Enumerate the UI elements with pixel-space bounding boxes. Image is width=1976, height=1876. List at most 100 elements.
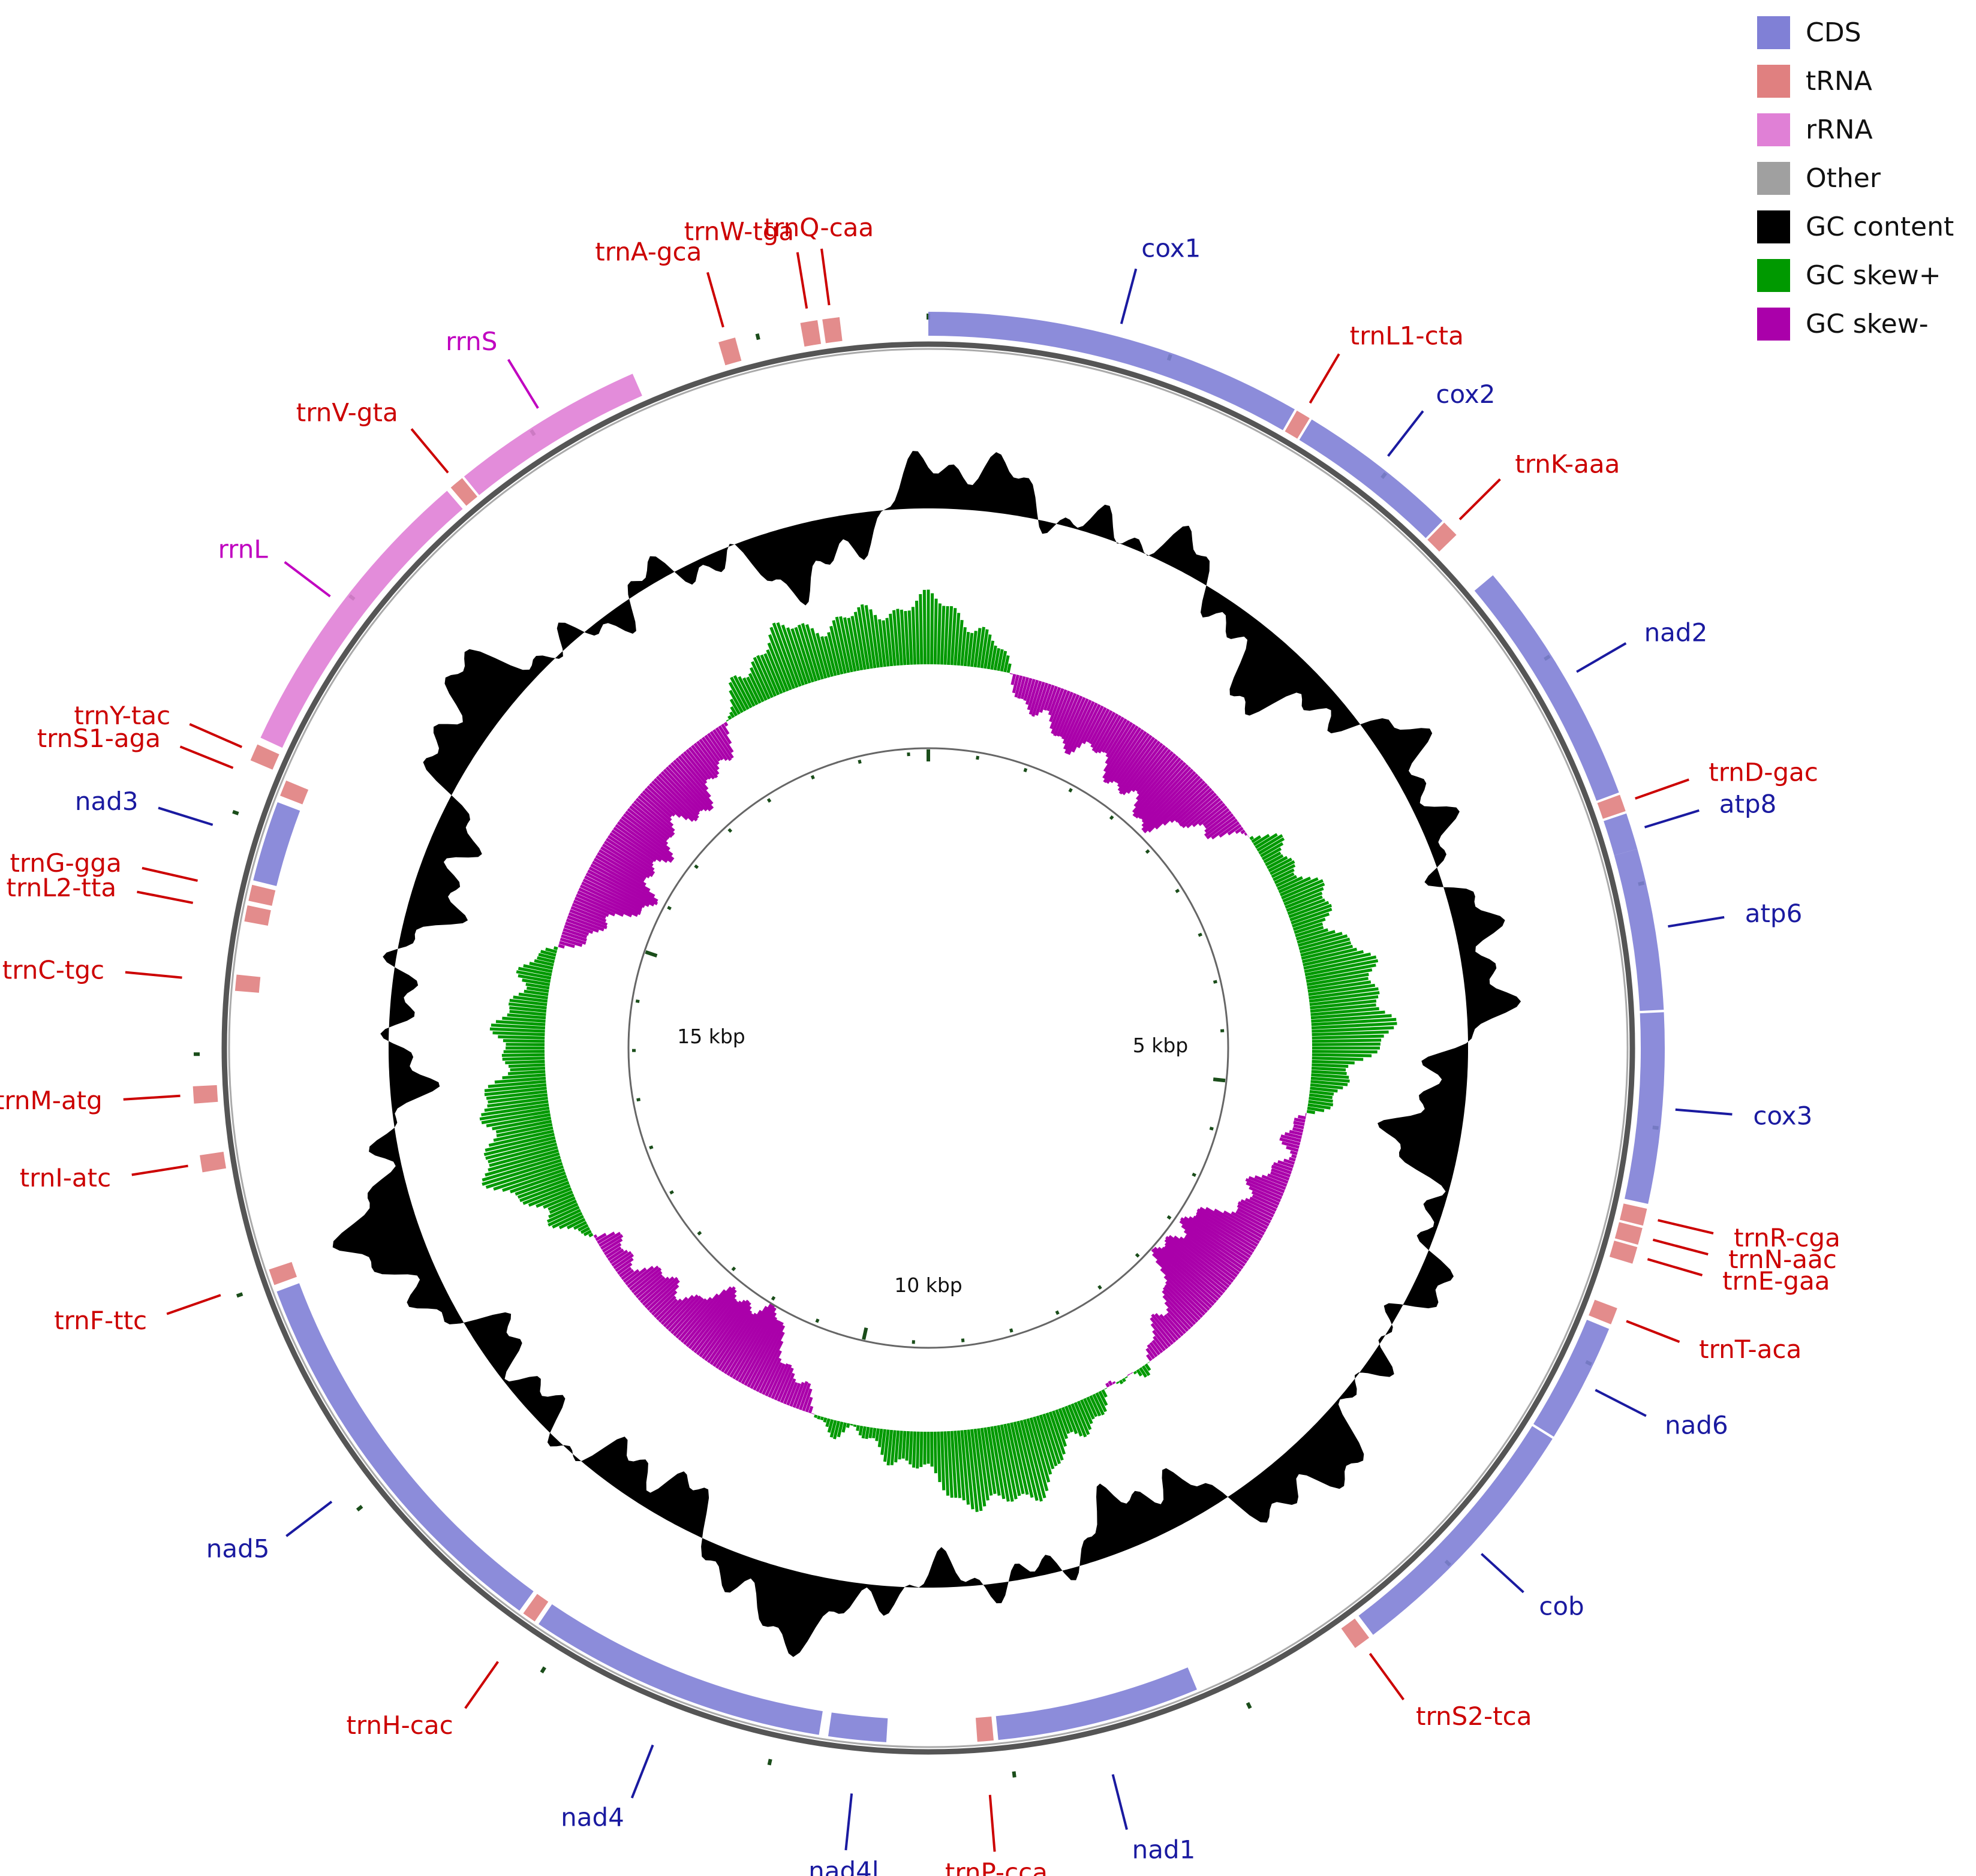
gc-skew-minus-bar [1159, 1314, 1181, 1339]
gc-skew-plus-bar [1310, 1010, 1385, 1020]
gc-skew-plus-bar [491, 1023, 546, 1030]
gc-skew-minus-bar [1162, 1294, 1194, 1327]
feature-label-cox3: cox3 [1753, 1101, 1812, 1130]
minor-tick [1209, 1127, 1214, 1131]
gc-skew-minus-bar [1205, 1207, 1262, 1242]
gc-skew-plus-bar [495, 1020, 546, 1026]
gc-skew-plus-bar [573, 1221, 587, 1230]
gc-skew-plus-bar [1000, 651, 1007, 672]
minor-tick [1192, 1172, 1196, 1177]
feature-label-nad2: nad2 [1644, 618, 1708, 647]
feature-label-trnE-gaa: trnE-gaa [1722, 1266, 1830, 1296]
gc-skew-minus-bar [585, 872, 650, 907]
feature-label-atp6: atp6 [1745, 899, 1803, 928]
gc-skew-plus-bar [997, 1425, 1014, 1502]
gc-skew-minus-bar [1017, 676, 1026, 699]
gc-skew-plus-bar [905, 1431, 910, 1461]
gc-skew-plus-bar [548, 1196, 576, 1211]
gc-skew-plus-bar [525, 983, 550, 990]
gc-skew-minus-bar [569, 909, 608, 926]
gc-skew-plus-bar [843, 617, 857, 672]
gc-skew-track [479, 589, 1397, 1512]
scale-ring [627, 747, 1229, 1349]
gc-skew-plus-bar [967, 633, 974, 667]
gc-skew-minus-bar [1064, 699, 1092, 754]
feature-atp6 [1614, 848, 1664, 1011]
gc-skew-minus-bar [1244, 1198, 1276, 1215]
gc-skew-minus-bar [682, 1286, 732, 1345]
leader-line-atp6 [1668, 916, 1725, 928]
gc-skew-minus-bar [663, 769, 704, 812]
gc-skew-minus-bar [1153, 1335, 1166, 1351]
feature-label-trnG-gga: trnG-gga [10, 848, 121, 878]
gc-skew-plus-bar [990, 645, 997, 670]
gc-skew-plus-bar [781, 624, 805, 686]
gc-skew-plus-bar [864, 605, 877, 669]
gc-skew-minus-bar [1088, 708, 1110, 745]
gc-skew-plus-bar [853, 612, 867, 670]
gc-skew-plus-bar [1003, 1423, 1021, 1496]
gc-skew-plus-bar [515, 1175, 567, 1196]
feature-label-rrnL: rrnL [218, 534, 269, 564]
gc-skew-plus-bar [510, 1066, 546, 1072]
gc-skew-minus-bar [1153, 1246, 1217, 1303]
gc-skew-plus-bar [498, 1035, 545, 1040]
gc-skew-minus-bar [1051, 690, 1070, 734]
leader-line-trnC-tgc [125, 971, 182, 979]
gc-skew-plus-bar [1029, 1417, 1051, 1483]
gc-skew-minus-bar [1071, 702, 1098, 753]
gc-skew-minus-bar [1185, 1234, 1240, 1275]
gc-skew-plus-bar [1309, 991, 1380, 1003]
gc-skew-minus-bar [1155, 1260, 1210, 1311]
gc-skew-minus-bar [658, 773, 700, 815]
gc-skew-minus-bar [1143, 775, 1201, 833]
gc-skew-minus-bar [660, 1296, 688, 1326]
gc-skew-plus-bar [1309, 995, 1379, 1007]
gc-skew-plus-bar [850, 616, 864, 671]
gc-skew-plus-bar [933, 1431, 937, 1474]
gc-skew-plus-bar [545, 947, 558, 954]
gc-skew-plus-bar [1307, 977, 1369, 990]
gc-skew-plus-bar [772, 622, 799, 688]
gc-skew-minus-bar [578, 887, 639, 917]
gc-skew-plus-bar [502, 1168, 565, 1192]
legend-item-rrna: rRNA [1757, 106, 1954, 154]
gc-skew-plus-bar [868, 1427, 873, 1438]
gc-skew-plus-bar [1006, 663, 1012, 673]
gc-skew-minus-bar [670, 1297, 704, 1335]
leader-line-nad2 [1576, 642, 1627, 673]
legend: CDS tRNA rRNA Other GC content GC skew+ … [1757, 8, 1954, 348]
gc-skew-plus-bar [588, 1233, 594, 1237]
gc-skew-plus-bar [946, 606, 954, 666]
gc-skew-plus-bar [1306, 1110, 1316, 1115]
feature-cox2 [1299, 419, 1443, 538]
gc-skew-plus-bar [997, 649, 1004, 671]
gc-skew-minus-bar [1294, 1118, 1306, 1123]
gc-skew-minus-bar [1151, 1314, 1177, 1343]
feature-label-trnP-cca: trnP-cca [945, 1857, 1048, 1876]
gc-skew-plus-bar [1133, 1371, 1138, 1375]
gc-skew-plus-bar [749, 667, 768, 701]
gc-skew-plus-bar [482, 1158, 562, 1186]
gc-skew-plus-bar [1067, 1404, 1083, 1437]
gc-skew-minus-bar [609, 832, 654, 864]
gc-skew-plus-bar [841, 1422, 847, 1433]
gc-skew-minus-bar [1102, 725, 1139, 779]
leader-line-trnR-cga [1658, 1219, 1714, 1234]
gc-skew-minus-bar [1117, 739, 1158, 792]
gc-skew-minus-bar [605, 1246, 622, 1258]
gc-skew-plus-bar [540, 950, 557, 957]
minor-tick [1068, 788, 1073, 793]
gc-skew-minus-bar [564, 925, 590, 936]
gc-skew-plus-bar [1268, 857, 1292, 872]
gc-skew-plus-bar [1010, 1422, 1029, 1495]
gc-skew-minus-bar [701, 736, 721, 762]
gc-skew-minus-bar [581, 881, 642, 913]
gc-skew-plus-bar [865, 1426, 870, 1440]
gc-skew-minus-bar [629, 805, 670, 839]
gc-skew-minus-bar [640, 1276, 670, 1303]
gc-skew-minus-bar [774, 1364, 792, 1401]
gc-skew-minus-bar [1135, 761, 1187, 819]
gc-skew-plus-bar [919, 594, 924, 665]
gc-skew-plus-bar [484, 1100, 549, 1112]
